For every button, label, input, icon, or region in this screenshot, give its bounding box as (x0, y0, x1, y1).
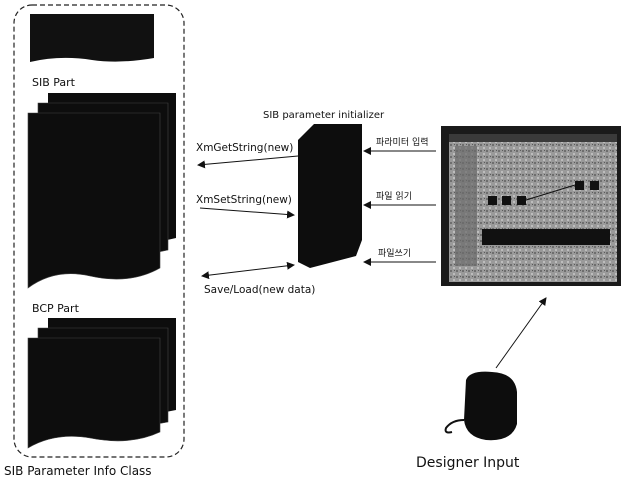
designer-input-arrow (495, 297, 547, 369)
sib-parameter-initializer: SIB parameter initializer (263, 110, 385, 268)
class-header-block (30, 14, 154, 62)
right-arrows: 파라미터 입력 파일 읽기 파일쓰기 (363, 136, 436, 266)
window-side-panel (455, 146, 477, 266)
param-input-label: 파라미터 입력 (376, 136, 429, 148)
sib-part-label: SIB Part (32, 76, 76, 89)
node-icon (575, 181, 584, 190)
sib-part-page-front (27, 112, 161, 289)
sib-parameter-info-class: SIB Part BCP Part SIB Parameter Info Cla… (4, 4, 185, 478)
initializer-block (298, 124, 362, 268)
left-arrows: XmGetString(new) XmSetString(new) Save/L… (196, 142, 315, 296)
node-icon (502, 196, 511, 205)
window-title-bar (449, 134, 617, 142)
window-input-bar (482, 229, 610, 245)
designer-input: Designer Input (416, 297, 547, 471)
sib-class-caption: SIB Parameter Info Class (4, 464, 152, 478)
file-read-label: 파일 읽기 (376, 191, 412, 202)
xmgetstring-label: XmGetString(new) (196, 142, 293, 154)
file-write-label: 파일쓰기 (378, 248, 411, 259)
xmsetstring-arrow (199, 207, 295, 219)
designer-window (441, 126, 621, 286)
node-link (525, 184, 576, 201)
bcp-part-page-front (27, 337, 161, 449)
mouse-icon (464, 371, 517, 441)
bcp-part-label: BCP Part (32, 302, 80, 315)
mouse-cable (444, 419, 465, 434)
xmsetstring-label: XmSetString(new) (196, 194, 292, 206)
class-boundary (13, 4, 185, 458)
node-icon (488, 196, 497, 205)
node-icon (590, 181, 599, 190)
designer-input-caption: Designer Input (416, 455, 520, 471)
save-load-label: Save/Load(new data) (204, 284, 315, 296)
save-load-arrow (201, 261, 295, 280)
node-icon (517, 196, 526, 205)
initializer-title: SIB parameter initializer (263, 110, 385, 121)
sib-part-stack (27, 93, 176, 289)
bcp-part-stack (27, 318, 176, 449)
xmgetstring-arrow (197, 155, 299, 169)
